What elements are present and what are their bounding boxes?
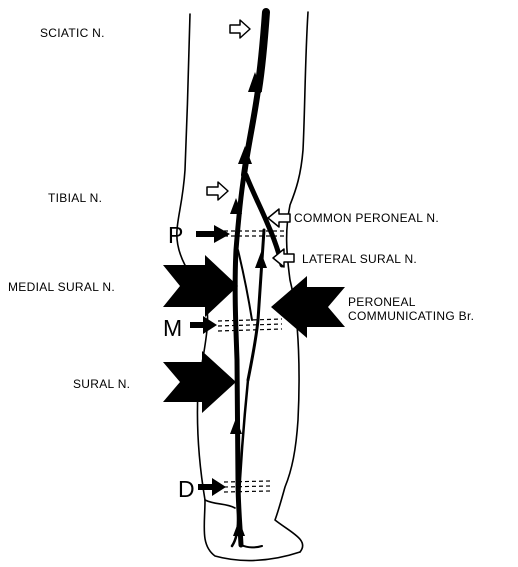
label-common-peroneal: COMMON PERONEAL N. — [294, 211, 439, 225]
label-medial-sural: MEDIAL SURAL N. — [8, 280, 115, 294]
medial-sural-big-arrow — [163, 255, 238, 317]
solid-arrows — [163, 255, 345, 413]
m-level-arrow — [190, 316, 217, 334]
m-level-dash-2 — [218, 324, 282, 326]
sciatic-nerve-trunk — [258, 12, 266, 90]
label-tibial: TIBIAL N. — [48, 191, 102, 205]
nerve-arrowhead-6 — [233, 520, 245, 536]
p-level-arrow — [196, 225, 230, 243]
label-sciatic: SCIATIC N. — [40, 26, 105, 40]
level-label-p: P — [168, 222, 183, 248]
sural-big-arrow — [163, 351, 236, 413]
label-lateral-sural: LATERAL SURAL N. — [302, 252, 417, 266]
label-peroneal-communicating-line2: COMMUNICATING Br. — [348, 309, 474, 323]
nerve-arrowhead-4 — [255, 252, 267, 268]
d-level-dash-2 — [224, 486, 270, 487]
foot-branch — [241, 545, 262, 547]
d-level-dash-1 — [224, 481, 270, 482]
medial-sural-branch — [238, 250, 252, 320]
nerve-tree — [230, 12, 282, 547]
label-peroneal-communicating-line1: PERONEAL — [348, 295, 416, 309]
m-level-dash-1 — [218, 319, 282, 321]
m-level-dash-3 — [218, 329, 282, 331]
heel-contour — [205, 500, 235, 508]
level-label-d: D — [178, 476, 195, 502]
label-sural: SURAL N. — [73, 377, 130, 391]
nerve-arrowhead-5 — [230, 418, 242, 434]
tibial-pointer-arrow — [207, 182, 228, 200]
d-level-dash-3 — [224, 491, 270, 492]
peroneal-communicating-big-arrow — [271, 276, 345, 338]
level-label-m: M — [163, 315, 182, 341]
sciatic-pointer-arrow — [230, 20, 250, 38]
